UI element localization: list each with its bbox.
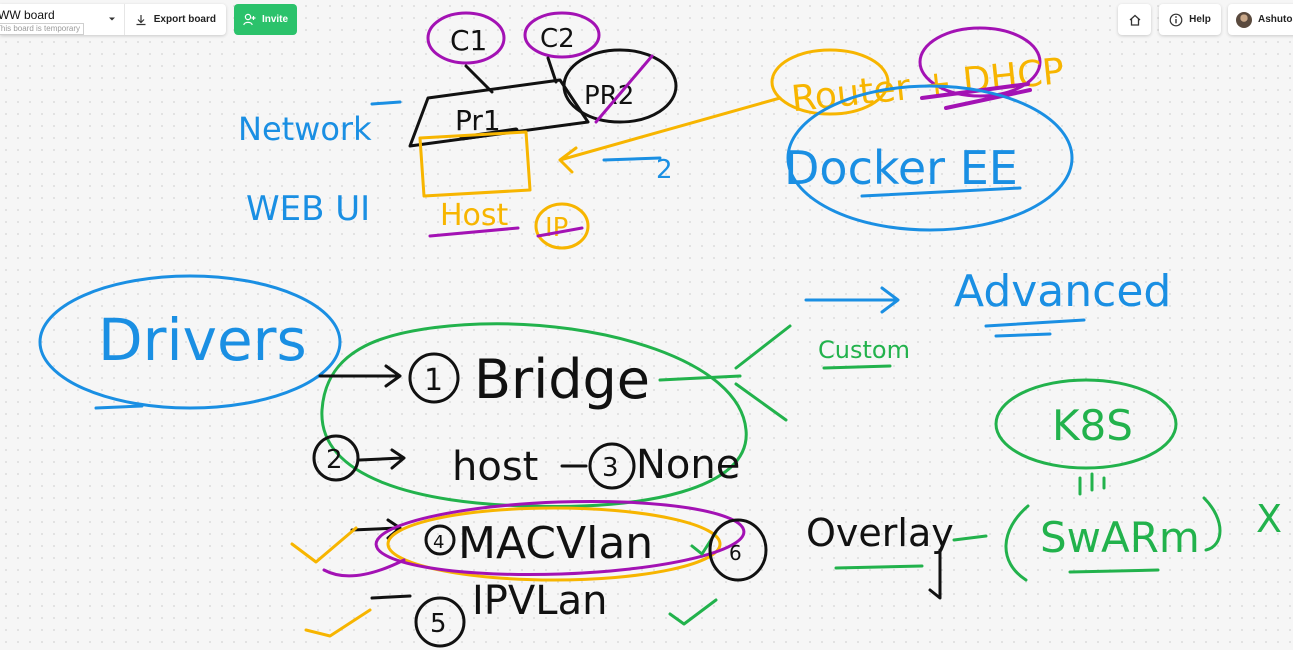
swarm-left-paren (1004, 504, 1030, 582)
home-icon (1129, 14, 1140, 26)
custom-underline (822, 364, 892, 370)
label-two: 2 (656, 155, 673, 185)
c1-circle (426, 11, 506, 65)
macvlan-number-circle (424, 524, 456, 556)
ip-label: IP (545, 213, 568, 243)
board-selector[interactable]: WW board This board is temporary (0, 4, 125, 35)
network-label: Network (238, 110, 372, 148)
docker-ee-label: Docker EE (784, 141, 1018, 195)
drivers-underline (94, 404, 144, 410)
board-name: WW board (0, 8, 55, 22)
c1-link (464, 64, 494, 94)
macvlan-orange-ring (386, 506, 722, 582)
host-number: 2 (326, 445, 343, 475)
ipvlan-number-circle (414, 596, 466, 648)
macvlan-number: 4 (433, 532, 444, 553)
drivers-label: Drivers (98, 306, 307, 374)
advanced-arrow (804, 286, 900, 314)
host-driver-label: host (452, 444, 538, 490)
c1-label: C1 (450, 24, 487, 57)
ipvlan-green-check (668, 598, 718, 626)
ip-underline (536, 226, 584, 238)
overlay-hook (928, 548, 942, 600)
advanced-underline (984, 318, 1086, 338)
user-menu-button[interactable]: Ashutos (1228, 4, 1293, 35)
add-user-icon (243, 13, 256, 26)
purple-scribble (322, 558, 406, 578)
export-board-button[interactable]: Export board (125, 4, 226, 35)
chevron-down-icon[interactable] (106, 13, 118, 25)
advanced-label: Advanced (954, 266, 1171, 317)
download-icon (136, 14, 146, 25)
home-button[interactable] (1118, 4, 1151, 35)
host-box (418, 130, 532, 198)
k8s-link (1078, 472, 1106, 496)
k8s-label: K8S (1052, 401, 1133, 450)
invite-button[interactable]: Invite (234, 4, 297, 35)
c2-label: C2 (540, 24, 575, 54)
pr1-box (408, 78, 590, 148)
user-name: Ashutos (1258, 14, 1293, 25)
pr2-strike (594, 54, 654, 124)
host-underline (428, 226, 520, 238)
swarm-underline (1068, 568, 1160, 574)
c2-link (546, 56, 558, 84)
none-label: None (636, 442, 740, 488)
export-board-label: Export board (153, 14, 216, 25)
k8s-circle (994, 378, 1178, 470)
help-label: Help (1189, 14, 1211, 25)
ipvlan-label: IPVLan (472, 578, 607, 624)
swarm-label: SwARm (1040, 513, 1200, 562)
ipvlan-dash (370, 594, 412, 600)
bridge-number-circle (408, 352, 460, 404)
router-to-host-arrow (558, 96, 782, 174)
bridge-arrow (318, 364, 402, 388)
overlay-underline (834, 564, 924, 570)
macvlan-side-number: 6 (729, 541, 742, 565)
bridge-number: 1 (424, 363, 443, 398)
custom-label: Custom (818, 336, 910, 364)
network-link (370, 100, 402, 106)
host-box-label: Host (440, 198, 509, 233)
overlay-label: Overlay (806, 511, 954, 555)
dhcp-circle (918, 26, 1042, 98)
board-toolbar: WW board This board is temporary Export … (0, 4, 226, 35)
drivers-circle (38, 274, 342, 410)
router-circle (770, 48, 890, 116)
ip-circle (534, 202, 590, 250)
bridge-to-custom (658, 324, 792, 422)
invite-label: Invite (261, 14, 289, 25)
c2-circle (523, 11, 601, 59)
board-status: This board is temporary (0, 23, 85, 35)
overlay-to-swarm (952, 534, 988, 542)
docker-ee-circle (786, 84, 1074, 232)
swarm-right-paren (1202, 496, 1222, 552)
macvlan-label: MACVlan (458, 518, 653, 569)
avatar (1236, 11, 1252, 28)
macvlan-check (290, 526, 358, 564)
bridge-label: Bridge (474, 348, 650, 411)
ipvlan-check (304, 608, 372, 638)
x-mark: X (1256, 497, 1282, 541)
blue-dash-2 (602, 156, 662, 162)
none-number-circle (588, 442, 636, 490)
macvlan-purple-ring (374, 499, 746, 577)
web-ui-label: WEB UI (246, 189, 370, 229)
info-icon (1169, 13, 1183, 26)
help-button[interactable]: Help (1159, 4, 1221, 35)
macvlan-side-circle (708, 518, 768, 582)
docker-underline (860, 186, 1022, 198)
host-number-circle (312, 434, 360, 482)
host-arrow (358, 448, 406, 470)
ipvlan-number: 5 (430, 609, 447, 639)
pr2-circle (562, 48, 678, 124)
none-number: 3 (602, 453, 619, 483)
